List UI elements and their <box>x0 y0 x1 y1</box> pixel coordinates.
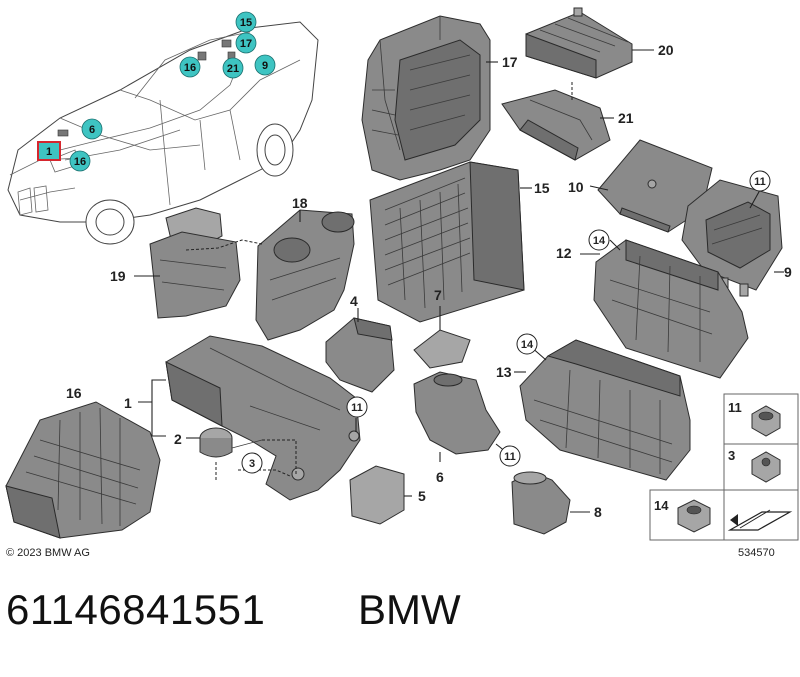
location-badge-6: 6 <box>81 118 103 140</box>
leader-lines <box>134 49 784 513</box>
location-badge-1: 1 <box>37 141 61 161</box>
callout-16: 16 <box>66 385 82 401</box>
callout-1: 1 <box>124 395 132 411</box>
svg-text:9: 9 <box>262 60 268 72</box>
location-badge-16: 16 <box>179 56 201 78</box>
circled-references: 11 14 14 11 11 3 <box>241 170 771 474</box>
circled-ref-11: 11 <box>346 396 368 418</box>
legend-number-3: 3 <box>728 448 735 463</box>
callout-6: 6 <box>436 469 444 485</box>
svg-text:16: 16 <box>74 156 86 168</box>
part-4-cover <box>325 317 395 393</box>
hex-flange-nut-icon <box>751 405 781 437</box>
legend-number-14: 14 <box>654 498 669 513</box>
arrow-symbol-icon <box>727 509 793 531</box>
part-number: 61146841551 <box>6 586 266 633</box>
callout-21: 21 <box>618 110 634 126</box>
callout-19: 19 <box>110 268 126 284</box>
image-number: 534570 <box>738 547 775 559</box>
svg-text:11: 11 <box>504 451 516 463</box>
callout-12: 12 <box>556 245 572 261</box>
callout-20: 20 <box>658 42 674 58</box>
callout-2: 2 <box>174 431 182 447</box>
svg-text:21: 21 <box>227 63 239 75</box>
svg-text:6: 6 <box>89 124 95 136</box>
circled-ref-14: 14 <box>516 333 538 355</box>
callout-8: 8 <box>594 504 602 520</box>
part-5-shield <box>349 465 405 525</box>
copyright-text: © 2023 BMW AG <box>6 547 90 559</box>
callout-4: 4 <box>350 293 358 309</box>
hex-nut-icon <box>677 499 711 533</box>
circled-ref-11: 11 <box>749 170 771 192</box>
part-7-cap <box>413 329 471 369</box>
part-9-relay-block <box>681 179 783 297</box>
part-20-cover-bracket <box>525 7 633 79</box>
part-6-holder <box>413 371 501 455</box>
callout-9: 9 <box>784 264 792 280</box>
part-17-fuse-carrier-bracket <box>361 15 491 181</box>
location-badge-17: 17 <box>235 32 257 54</box>
part-10-cover <box>597 139 713 233</box>
callout-10: 10 <box>568 179 584 195</box>
vehicle-outline <box>7 21 319 245</box>
callout-18: 18 <box>292 195 308 211</box>
svg-text:14: 14 <box>521 339 534 351</box>
callout-5: 5 <box>418 488 426 504</box>
callout-7: 7 <box>434 287 442 303</box>
svg-text:11: 11 <box>351 402 363 414</box>
svg-text:11: 11 <box>754 176 766 188</box>
vehicle-location-badges: 15 17 16 21 9 6 1 16 <box>37 11 276 172</box>
location-badge-16: 16 <box>69 150 91 172</box>
callout-13: 13 <box>496 364 512 380</box>
svg-text:17: 17 <box>240 38 252 50</box>
svg-text:1: 1 <box>46 146 52 158</box>
circled-ref-3: 3 <box>241 452 263 474</box>
location-badge-21: 21 <box>222 57 244 79</box>
part-15-fuse-box <box>369 161 525 323</box>
part-21-support-bracket <box>501 82 611 161</box>
circled-ref-11: 11 <box>499 445 521 467</box>
part-16-control-unit <box>5 401 161 539</box>
svg-text:14: 14 <box>593 235 606 247</box>
callout-15: 15 <box>534 180 550 196</box>
legend-panel <box>649 393 799 541</box>
part-2-sensor <box>199 427 263 458</box>
part-19-relay-holder <box>149 207 263 319</box>
brand-name: BMW <box>358 586 461 633</box>
svg-text:16: 16 <box>184 62 196 74</box>
part-12-carrier <box>593 239 749 379</box>
location-badge-9: 9 <box>254 54 276 76</box>
part-18-bracket <box>255 209 355 341</box>
part-13-carrier <box>519 339 691 481</box>
location-badge-15: 15 <box>235 11 257 33</box>
callout-17: 17 <box>502 54 518 70</box>
part-8-cap <box>511 471 571 535</box>
circled-ref-14: 14 <box>588 229 610 251</box>
legend-number-11: 11 <box>728 400 742 415</box>
hex-bolt-icon <box>751 451 781 483</box>
svg-text:15: 15 <box>240 17 252 29</box>
part-1-distribution-housing <box>165 335 361 501</box>
legend-labels: 11 3 14 <box>654 400 742 513</box>
svg-text:3: 3 <box>249 458 255 470</box>
